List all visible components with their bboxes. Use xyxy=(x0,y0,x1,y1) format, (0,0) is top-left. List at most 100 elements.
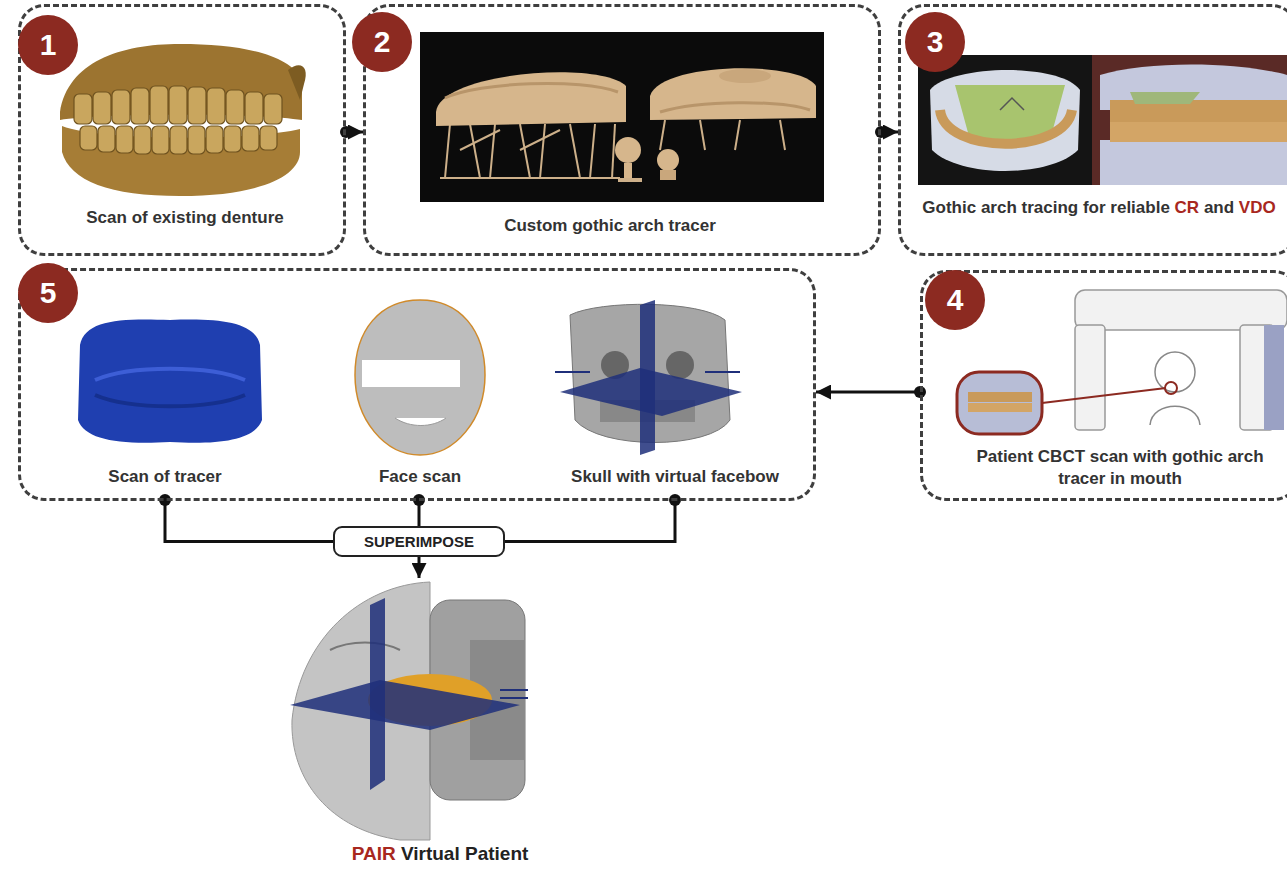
skull-scan-part xyxy=(640,300,655,455)
caption-word: for xyxy=(1083,198,1110,217)
flow-connector xyxy=(418,557,421,578)
denture-scan-part xyxy=(134,126,151,154)
skull-scan-part xyxy=(705,371,740,373)
step-panel: 3Gothic arch tracing for reliable CR and… xyxy=(898,4,1287,256)
scan-item: Skull with virtual facebow xyxy=(560,300,790,500)
denture-scan-part xyxy=(207,88,225,124)
printed-tracer-photo-part xyxy=(460,130,500,150)
cbct-illustration xyxy=(957,290,1287,434)
printed-tracer-photo-part xyxy=(520,130,560,150)
flow-connector xyxy=(881,131,898,134)
flow-connector xyxy=(346,131,363,134)
caption-word: Gothic xyxy=(922,198,981,217)
tracing-photos-part xyxy=(1100,140,1287,185)
step-panel: 5Scan of tracerFace scanSkull with virtu… xyxy=(18,268,816,501)
printed-tracer-photo-part xyxy=(650,68,816,120)
cbct-illustration-part xyxy=(1042,388,1166,403)
virtual-patient-part xyxy=(370,598,385,790)
caption: Custom gothic arch tracer xyxy=(430,215,790,237)
printed-tracer-photo-part xyxy=(470,124,480,178)
tracer-scan xyxy=(78,319,262,442)
denture-scan-part xyxy=(98,126,115,152)
cbct-illustration-part xyxy=(1075,290,1287,330)
cbct-illustration-part xyxy=(1264,325,1284,430)
denture-scan-part xyxy=(152,126,169,154)
denture-scan-part xyxy=(245,92,263,124)
cbct-illustration-part xyxy=(1155,352,1195,392)
printed-tracer-photo-part xyxy=(624,163,632,179)
step-number: 4 xyxy=(925,270,985,330)
virtual-patient xyxy=(290,582,528,840)
step-number: 2 xyxy=(352,12,412,72)
scan-item: Face scan xyxy=(330,300,510,500)
cbct-illustration-part xyxy=(968,403,1032,412)
tracing-photos-part xyxy=(940,110,1072,144)
printed-tracer-photo xyxy=(420,32,824,202)
denture-scan-part xyxy=(150,86,168,124)
caption-word: tracing xyxy=(1022,198,1083,217)
tracing-photos-part xyxy=(1110,122,1287,142)
printed-tracer-photo-part xyxy=(445,83,618,98)
printed-tracer-photo-part xyxy=(657,149,679,171)
denture-scan-part xyxy=(170,126,187,154)
step-number: 5 xyxy=(18,263,78,323)
denture-scan-part xyxy=(188,87,206,124)
denture-scan-part xyxy=(74,86,282,154)
tracer-scan-part xyxy=(95,395,245,406)
printed-tracer-photo-part xyxy=(660,103,810,112)
caption: Face scan xyxy=(330,466,510,488)
connector-marker xyxy=(165,132,920,578)
virtual-patient-part xyxy=(500,697,528,699)
printed-tracer-photo-part xyxy=(612,124,615,178)
step-panel: 4Patient CBCT scan with gothic arch trac… xyxy=(920,270,1287,501)
caption: Scan of tracer xyxy=(60,466,270,488)
denture-scan-part xyxy=(264,94,282,124)
denture-scan-part xyxy=(260,126,277,150)
printed-tracer-photo-part xyxy=(780,120,785,150)
denture-scan-part xyxy=(131,88,149,124)
denture-scan-part xyxy=(188,126,205,154)
printed-tracer-photo-part xyxy=(570,124,580,178)
scan-item: Scan of tracer xyxy=(70,300,260,500)
printed-tracer-photo-part xyxy=(540,124,545,178)
caption-word: CR xyxy=(1175,198,1204,217)
printed-tracer-photo-part xyxy=(735,120,740,150)
face-scan-part xyxy=(355,300,485,455)
face-scan-part xyxy=(362,360,460,387)
printed-tracer-photo-part xyxy=(660,120,665,150)
superimpose-box: SUPERIMPOSE xyxy=(333,526,505,557)
caption-word: Virtual xyxy=(401,843,465,864)
skull-scan-part xyxy=(555,371,590,373)
caption-word: Patient xyxy=(465,843,528,864)
printed-tracer-photo-part xyxy=(420,32,824,202)
printed-tracer-photo-part xyxy=(436,72,626,126)
virtual-patient-part xyxy=(500,689,528,691)
denture-scan-part xyxy=(242,126,259,151)
tracing-photos-part xyxy=(918,55,1092,185)
result-item: PAIR Virtual Patient xyxy=(290,578,590,869)
skull-scan xyxy=(555,300,742,455)
printed-tracer-photo-part xyxy=(440,120,785,178)
printed-tracer-photo-part xyxy=(719,69,771,83)
denture-scan-part xyxy=(169,86,187,124)
tracing-photos xyxy=(918,55,1287,185)
caption-word: and xyxy=(1204,198,1239,217)
printed-tracer-photo-part xyxy=(590,124,595,178)
denture-scan-part xyxy=(93,92,111,124)
caption-word: arch xyxy=(981,198,1022,217)
printed-tracer-photo-part xyxy=(618,178,642,182)
tracing-photos-part xyxy=(1092,55,1287,185)
face-scan-part xyxy=(395,418,446,426)
tracer-scan-part xyxy=(95,369,245,380)
virtual-patient-part xyxy=(290,680,520,730)
tracing-photos-part xyxy=(1130,92,1200,104)
cbct-illustration-part xyxy=(1165,382,1177,394)
flow-connector xyxy=(816,391,920,394)
result-caption: PAIR Virtual Patient xyxy=(300,842,580,866)
denture-scan-part xyxy=(80,126,97,150)
caption-word: PAIR xyxy=(352,843,401,864)
printed-tracer-photo-part xyxy=(440,177,620,179)
